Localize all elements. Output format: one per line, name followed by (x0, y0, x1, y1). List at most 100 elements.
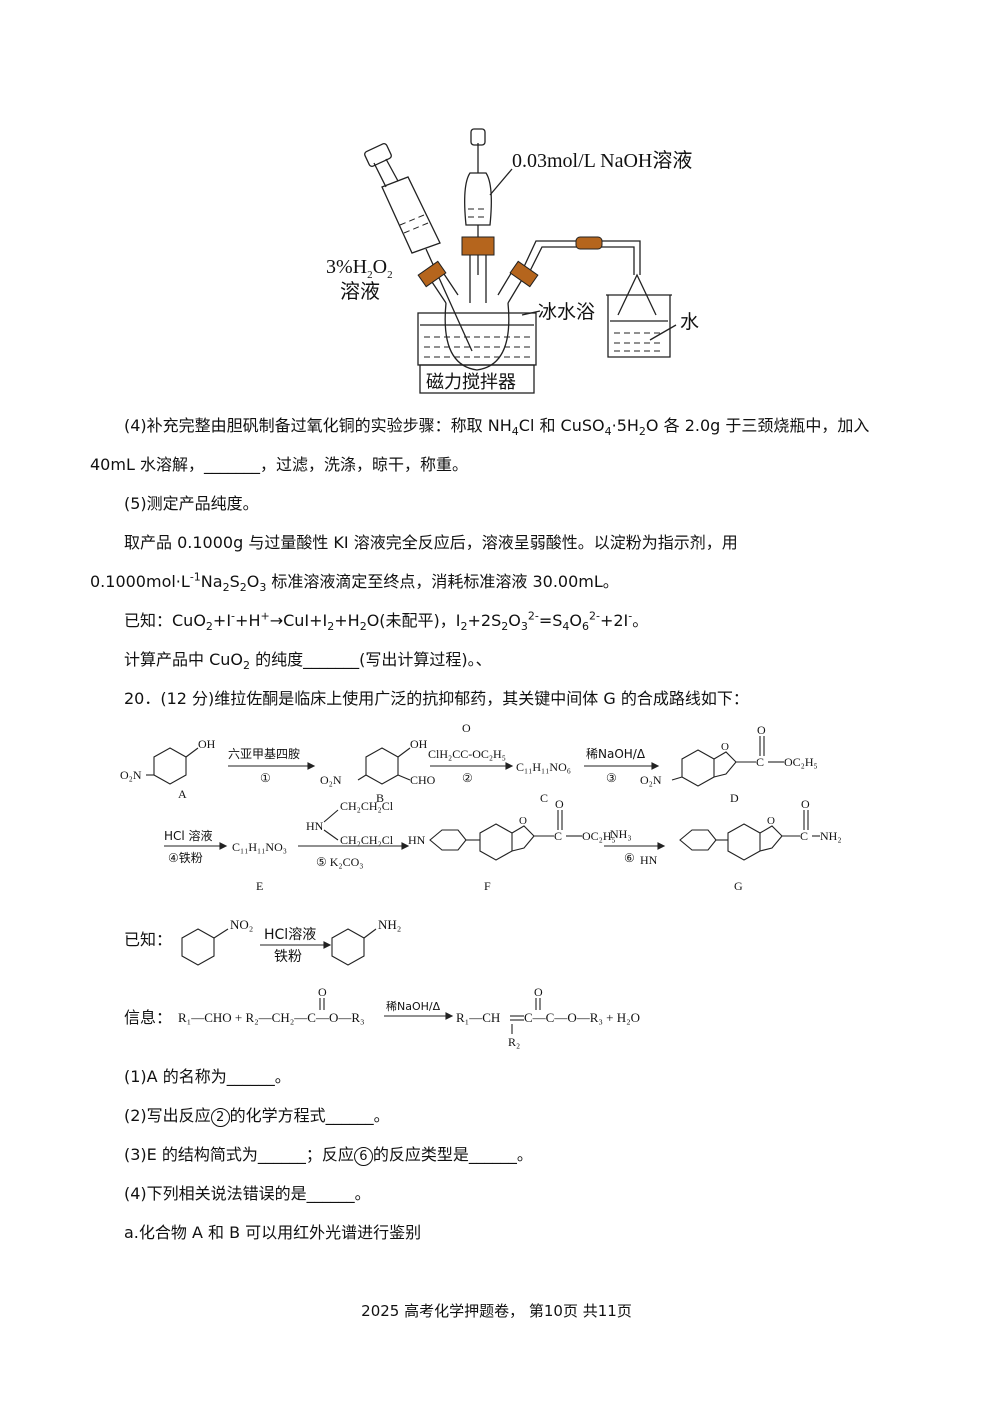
f-ring-o: O (519, 815, 527, 827)
info-r2: R₂ (508, 1035, 520, 1049)
r5-hn: HN (306, 819, 324, 833)
aniline-ring (331, 928, 365, 966)
r6-num: ⑥ (624, 851, 635, 865)
known2-cond-bot: 铁粉 (274, 949, 302, 965)
r3-num: ③ (606, 771, 617, 785)
d-oc2h5: OC₂H₅ (784, 755, 818, 769)
compound-f-ring (479, 823, 513, 861)
g-hn: HN (640, 853, 658, 867)
info-drawing: O R₁—CHO + R₂—CH₂—C—O—R₃ 稀NaOH/Δ R₁—CH C… (178, 985, 640, 1049)
option-a: a.化合物 A 和 B 可以用红外光谱进行鉴别 (124, 1223, 422, 1242)
naoh-label: 0.03mol/L NaOH溶液 (512, 150, 693, 172)
known2-cond-top: HCl溶液 (264, 927, 316, 943)
g-ring-o: O (767, 815, 775, 827)
e-formula: C₁₁H₁₁NO₃ (232, 840, 287, 854)
sub-q4: (4)下列相关说法错误的是______。 (124, 1184, 371, 1203)
compound-b-ring (365, 747, 399, 785)
info-right: R₁—CH (456, 1010, 500, 1025)
r1-num: ① (260, 771, 271, 785)
f-carbonyl-o: O (555, 797, 564, 811)
f-label: F (484, 879, 491, 893)
r6-top: NH₃ (610, 827, 632, 841)
info-reaction: O R₁—CHO + R₂—CH₂—C—O—R₃ 稀NaOH/Δ R₁—CH C… (178, 985, 648, 1050)
r4-top: HCl 溶液 (164, 828, 213, 843)
three-neck-flask (444, 302, 510, 371)
synthesis-scheme: OH O₂N A 六亚甲基四胺 ① OH CHO O₂N B ClH₂CC-OC… (120, 718, 860, 898)
known2-drawing: NO₂ HCl溶液 铁粉 NH₂ (181, 917, 401, 966)
a-oh: OH (198, 737, 216, 751)
d-label: D (730, 791, 739, 805)
c-label: C (540, 791, 548, 805)
magnetic-stirrer (419, 364, 535, 394)
a-label: A (178, 787, 187, 801)
page-footer: 2025 高考化学押题卷， 第10页 共11页 (361, 1302, 632, 1320)
info-label: 信息： (124, 1008, 173, 1027)
q5-calc: 计算产品中 CuO2 的纯度_______(写出计算过程)。、 (124, 650, 492, 673)
info-right-o: O (534, 986, 543, 999)
info-left-o: O (318, 986, 327, 999)
e-label: E (256, 879, 263, 893)
circled-6: 6 (353, 1147, 373, 1166)
info-cond: 稀NaOH/Δ (386, 1000, 441, 1013)
r3-top: 稀NaOH/Δ (586, 747, 646, 761)
d-c: C (756, 755, 764, 769)
g-c: C (800, 829, 808, 843)
r1-top: 六亚甲基四胺 (228, 747, 300, 761)
d-no2: O₂N (640, 773, 662, 787)
known2-label: 已知： (124, 930, 173, 949)
sub-q1: (1)A 的名称为______。 (124, 1067, 291, 1086)
known2-no2: NO₂ (230, 917, 253, 932)
q5-line1: 取产品 0.1000g 与过量酸性 KI 溶液完全反应后，溶液呈弱酸性。以淀粉为… (124, 533, 738, 552)
q5-title: (5)测定产品纯度。 (124, 494, 259, 513)
info-left: R₁—CHO + R₂—CH₂—C—O—R₃ (178, 1010, 365, 1025)
g-carbonyl-o: O (801, 797, 810, 811)
compound-d-ring (681, 749, 715, 787)
r5-bot: ⑤ K₂CO₃ (316, 855, 363, 869)
f-oc2h5: OC₂H₅ (582, 829, 616, 843)
b-label: B (376, 791, 384, 805)
q20-title: 20．(12 分)维拉佐酮是临床上使用广泛的抗抑郁药，其关键中间体 G 的合成路… (124, 689, 749, 708)
a-no2: O₂N (120, 768, 142, 782)
q5-known: 已知：CuO2+I-+H+→CuI+I2+H2O(未配平)，I2+2S2O32-… (124, 609, 649, 634)
h2o2-dropping-funnel (381, 176, 441, 254)
known2-reaction: NO₂ HCl溶液 铁粉 NH₂ (176, 905, 436, 975)
q4-line2: 40mL 水溶解，_______，过滤，洗涤，晾干，称重。 (90, 455, 468, 474)
r2-num: ② (462, 771, 473, 785)
f-c: C (554, 829, 562, 843)
naoh-dropping-funnel (464, 172, 492, 226)
g-nh2: NH₂ (820, 829, 842, 843)
apparatus-drawing (364, 128, 677, 394)
d-carbonyl-o: O (757, 723, 766, 737)
b-oh: OH (410, 737, 428, 751)
stirrer-label: 磁力搅拌器 (426, 372, 516, 393)
g-label: G (734, 879, 743, 893)
circled-2: 2 (210, 1108, 230, 1127)
r4-bot: ④铁粉 (168, 851, 203, 865)
r2-top: ClH₂CC-OC₂H₅ (428, 747, 506, 761)
q5-line2: 0.1000mol·L-1Na2S2O3 标准溶液滴定至终点，消耗标准溶液 30… (90, 570, 619, 595)
b-no2: O₂N (320, 773, 342, 787)
water-label: 水 (680, 311, 700, 333)
compound-f-piperazine (429, 829, 467, 851)
q4-line1: (4)补充完整由胆矾制备过氧化铜的实验步骤：称取 NH4Cl 和 CuSO4·5… (124, 416, 870, 439)
f-hn: HN (408, 833, 426, 847)
c-formula: C₁₁H₁₁NO₆ (516, 760, 571, 774)
compound-a-ring (153, 747, 187, 785)
synthesis-scheme-drawing: OH O₂N A 六亚甲基四胺 ① OH CHO O₂N B ClH₂CC-OC… (120, 721, 842, 893)
compound-g-ring (727, 823, 761, 861)
info-right-b: C—C—O—R₃ + H₂O (524, 1010, 640, 1025)
r5-ch1: CH₂CH₂Cl (340, 799, 394, 813)
r5-ch2: CH₂CH₂Cl (340, 833, 394, 847)
water-beaker (607, 295, 671, 358)
nitrobenzene-ring (181, 928, 215, 966)
b-cho: CHO (410, 773, 436, 787)
known2-nh2: NH₂ (378, 917, 401, 932)
h2o2-label: 3%H2O2 溶液 (326, 256, 393, 303)
d-ring-o: O (721, 741, 729, 753)
ice-bath-label: 冰水浴 (538, 301, 596, 323)
compound-g-piperazine (679, 829, 717, 851)
apparatus-figure: 0.03mol/L NaOH溶液 3%H2O2 溶液 冰水浴 水 磁力搅拌器 (300, 125, 730, 400)
r2-o: O (462, 721, 471, 735)
